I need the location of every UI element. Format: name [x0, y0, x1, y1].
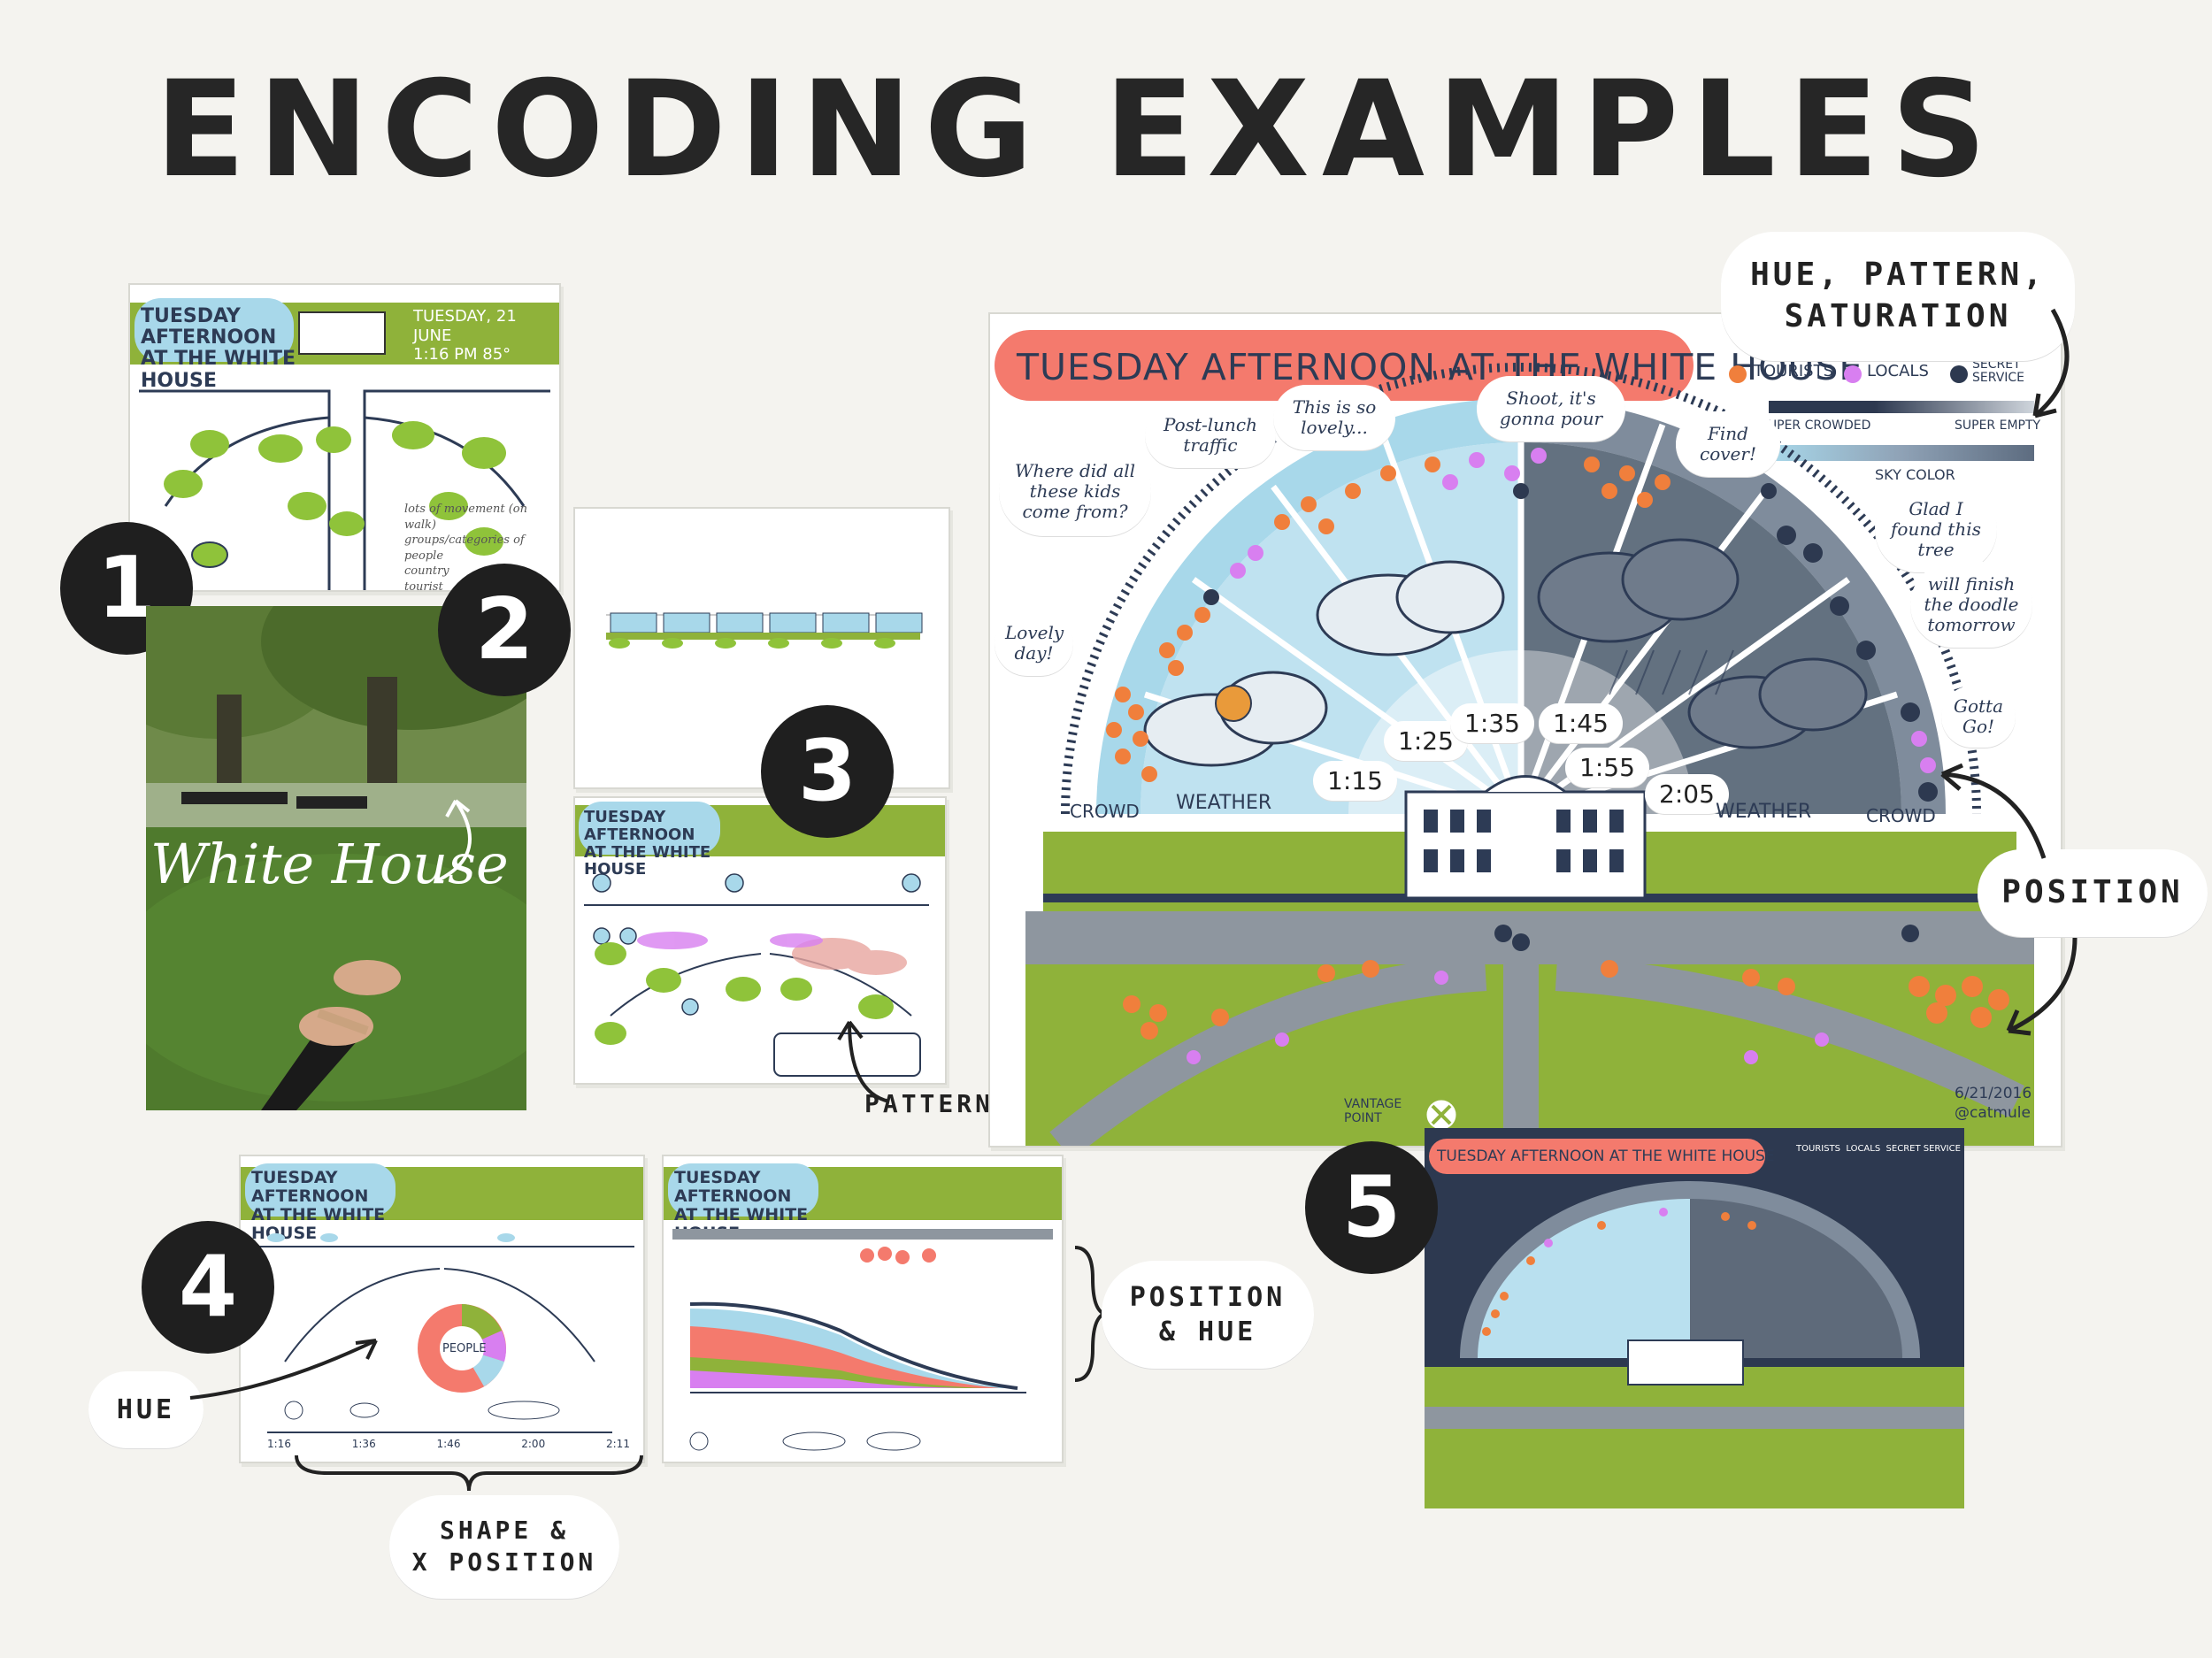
hue-arrow-icon [2032, 308, 2070, 418]
hue-banner-blue [245, 1163, 396, 1217]
position-arrow-up-icon [1940, 763, 2047, 859]
park-photo [146, 606, 526, 1110]
thought-lovely: This is so lovely... [1273, 385, 1395, 450]
thought-gotta-go: Gotta Go! [1941, 686, 2016, 748]
hue-sketch-center: PEOPLE [442, 1342, 487, 1355]
thought-kids: Where did all these kids come from? [999, 447, 1151, 536]
thumb5-legend: TOURISTS LOCALS SECRET SERVICE [1796, 1144, 1961, 1154]
hue-sketch-map [250, 1233, 634, 1433]
position-hue-label: POSITION & HUE [1102, 1261, 1314, 1369]
time-1-55: 1:55 [1565, 748, 1649, 787]
thought-tree: Glad I found this tree [1875, 487, 1997, 572]
thought-traffic: Post-lunch traffic [1145, 403, 1276, 468]
pattern-banner-blue [579, 802, 720, 855]
thumb5-title: TUESDAY AFTERNOON AT THE WHITE HOUSE [1437, 1148, 1775, 1165]
caption-arrow-icon [437, 799, 472, 882]
legend-secret-service: SECRET SERVICE [1972, 357, 2025, 386]
sketch-banner-blue [134, 298, 294, 362]
page-title: ENCODING EXAMPLES [155, 53, 2000, 207]
hue-label: HUE [88, 1371, 204, 1448]
time-2-05: 2:05 [1645, 774, 1729, 814]
badge-2: 2 [438, 564, 571, 696]
legend-locals: LOCALS [1867, 362, 1929, 380]
area-sketch-card: TUESDAY AFTERNOON AT THE WHITE HOUSE [662, 1155, 1064, 1463]
sky-color-scale [1769, 445, 2034, 461]
vantage-label: VANTAGE POINT [1344, 1097, 1402, 1125]
sky-color-label: SKY COLOR [1875, 466, 1955, 483]
legend: TOURISTS LOCALS SECRET SERVICE [1729, 357, 2047, 386]
hue-sketch-card: TUESDAY AFTERNOON AT THE WHITE HOUSE PEO… [239, 1155, 645, 1463]
hue-pattern-saturation-label: HUE, PATTERN, SATURATION [1721, 232, 2075, 361]
locals-dot-icon [1844, 365, 1862, 383]
crowd-scale [1769, 401, 2034, 413]
hue-arrow-right-icon [189, 1339, 378, 1400]
thumb5-title-banner [1429, 1139, 1765, 1174]
main-illustration: TUESDAY AFTERNOON AT THE WHITE HOUSE TOU… [988, 312, 2062, 1148]
scale-left-label: SUPER CROWDED [1760, 418, 1871, 433]
main-title: TUESDAY AFTERNOON AT THE WHITE HOUSE [1017, 346, 1863, 388]
crowd-label-left: CROWD [1070, 801, 1140, 822]
photo: White House [146, 606, 526, 1110]
badge-3: 3 [761, 705, 894, 838]
area-banner-blue [668, 1163, 818, 1217]
area-sketch-title: TUESDAY AFTERNOON AT THE WHITE HOUSE [674, 1168, 809, 1242]
position-hue-brace-icon [1074, 1246, 1106, 1382]
white-house-icon [298, 311, 386, 355]
thought-pour: Shoot, it's gonna pour [1477, 376, 1625, 441]
sketch-notes: lots of movement (on walk) groups/catego… [404, 503, 527, 592]
scale-right-label: SUPER EMPTY [1955, 418, 2041, 433]
weather-label-right: WEATHER [1716, 801, 1812, 823]
position-label: POSITION [1978, 849, 2208, 937]
shape-x-position-label: SHAPE & X POSITION [389, 1495, 619, 1599]
badge-4: 4 [142, 1221, 274, 1354]
pattern-arrow-icon [837, 1020, 890, 1103]
thumb5-fan [1425, 1181, 1964, 1508]
area-sketch-chart [672, 1229, 1053, 1451]
pattern-card: TUESDAY AFTERNOON AT THE WHITE HOUSE [573, 796, 947, 1085]
weather-label-left: WEATHER [1176, 792, 1272, 814]
pattern-title: TUESDAY AFTERNOON AT THE WHITE HOUSE [584, 808, 711, 879]
timeline-card [573, 507, 950, 789]
time-1-15: 1:15 [1313, 761, 1397, 801]
time-1-35: 1:35 [1450, 703, 1534, 743]
badge-5: 5 [1305, 1141, 1438, 1274]
sketch-date: TUESDAY, 21 JUNE 1:16 PM 85° [413, 307, 517, 365]
tourists-dot-icon [1729, 365, 1747, 383]
time-1-45: 1:45 [1539, 703, 1623, 743]
pattern-label: PATTERN [864, 1089, 994, 1118]
position-arrow-down-icon [2006, 937, 2078, 1036]
hue-sketch-times: 1:16 1:36 1:46 2:00 2:11 [267, 1438, 630, 1450]
thumbnail-5: TUESDAY AFTERNOON AT THE WHITE HOUSE TOU… [1425, 1128, 1964, 1508]
photo-caption: White House [150, 832, 509, 896]
signature: 6/21/2016 @catmule [1955, 1085, 2032, 1123]
timeline-sketch [606, 612, 923, 649]
crowd-label-right: CROWD [1866, 805, 1936, 826]
shape-brace-icon [295, 1455, 643, 1492]
sketch-card-1: TUESDAY AFTERNOON AT THE WHITE HOUSE TUE… [128, 283, 561, 592]
sketch-title: TUESDAY AFTERNOON AT THE WHITE HOUSE [141, 305, 296, 392]
thought-cover: Find cover! [1676, 411, 1780, 477]
thought-doodle: will finish the doodle tomorrow [1910, 562, 2032, 648]
legend-tourists: TOURISTS [1754, 362, 1833, 380]
pattern-map [584, 873, 929, 1077]
secret-service-dot-icon [1950, 365, 1968, 383]
hue-sketch-title: TUESDAY AFTERNOON AT THE WHITE HOUSE [251, 1168, 386, 1243]
thought-lovely-day: Lovely day! [995, 610, 1073, 676]
sketch-map [139, 389, 550, 590]
